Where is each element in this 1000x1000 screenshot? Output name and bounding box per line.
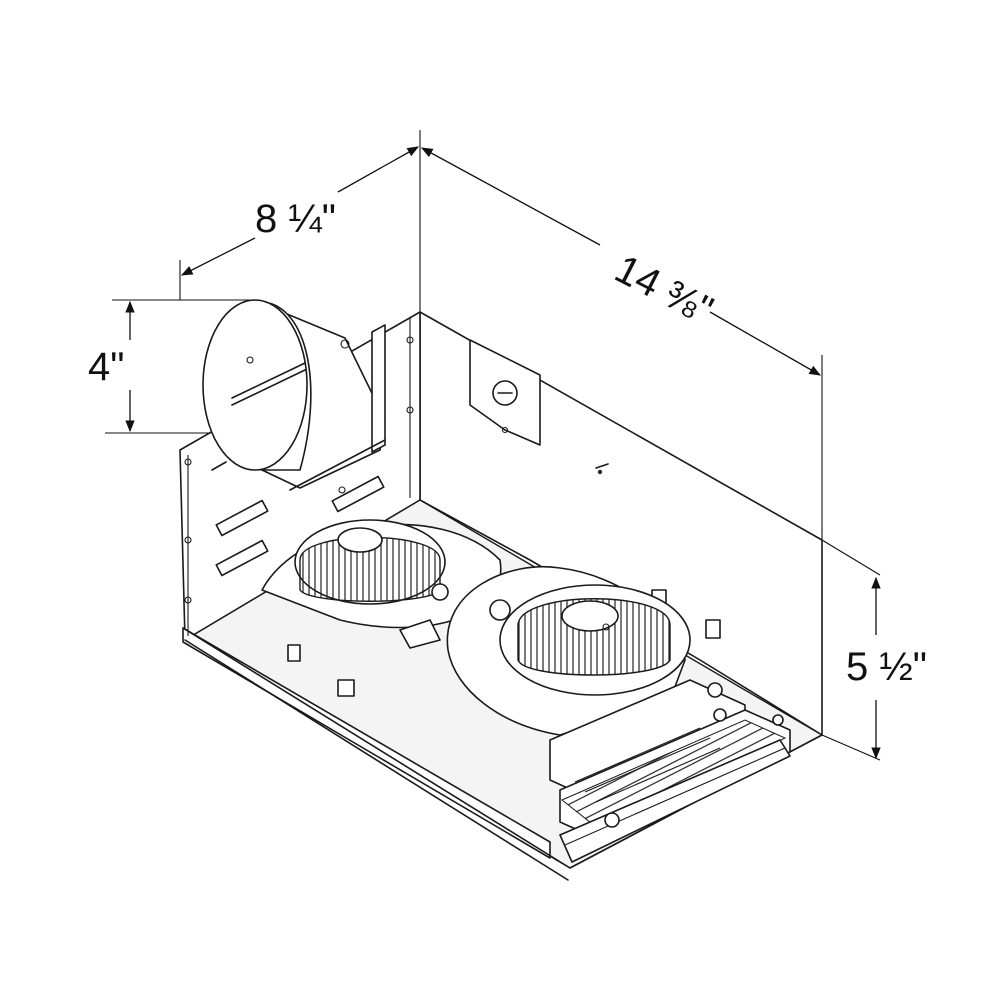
duct-collar xyxy=(202,299,386,491)
width-dimension-label: 8 ¼" xyxy=(255,197,336,241)
duct-dimension-label: 4" xyxy=(88,345,124,389)
blower-wheel-left xyxy=(261,519,502,629)
end-wall-details xyxy=(184,318,609,636)
length-dimension-label: 14 ⅜" xyxy=(608,247,720,333)
length-dimension-line xyxy=(420,147,601,246)
width-dimension-line xyxy=(180,237,256,276)
mounting-bracket xyxy=(469,339,541,446)
blower-wheel-right xyxy=(446,566,691,736)
motor-box xyxy=(399,619,791,863)
height-dimension-label: 5 ½" xyxy=(846,645,927,689)
